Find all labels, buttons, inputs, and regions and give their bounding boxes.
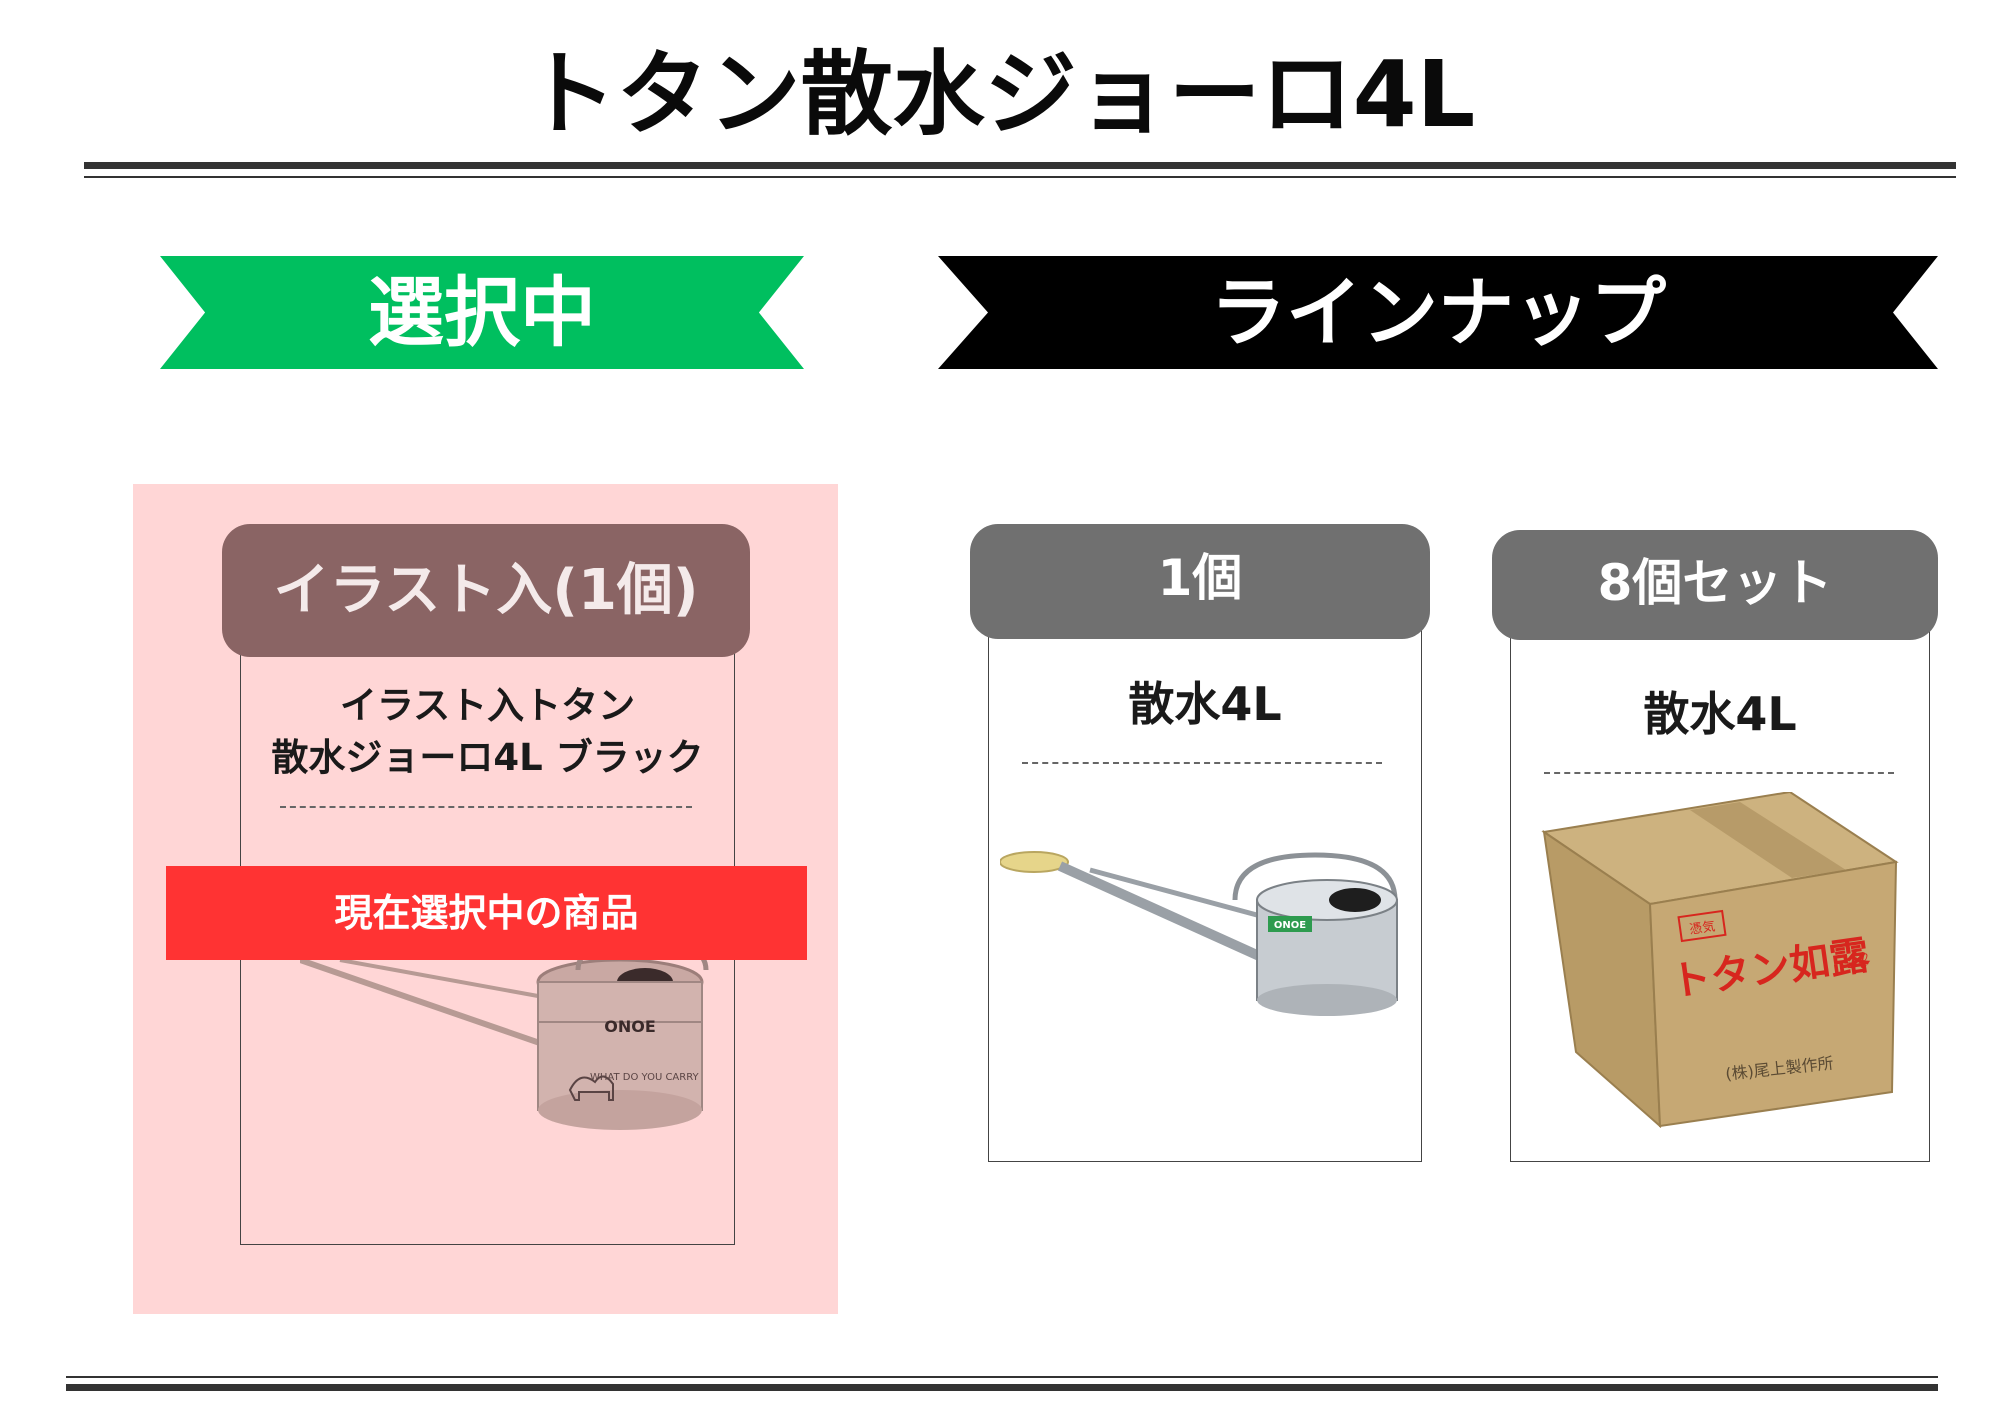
cardboard-box-icon[interactable]: トタン如露 4ℓ 憑気 (株)尾上製作所 xyxy=(1540,792,1900,1128)
tab-label: 1個 xyxy=(1157,549,1243,607)
can-brand-label: ONOE xyxy=(1274,920,1306,931)
selected-banner-label: 選択中 xyxy=(368,268,596,357)
tab-1pc[interactable]: 1個 xyxy=(970,524,1430,639)
lineup-banner: ラインナップ xyxy=(938,256,1938,369)
tab-label: イラスト入(1個) xyxy=(273,558,699,623)
product-name-line2: 散水ジョーロ4L ブラック xyxy=(271,736,704,779)
selected-product-name: イラスト入トタン 散水ジョーロ4L ブラック xyxy=(240,680,735,784)
lineup-8pc-name: 散水4L xyxy=(1643,687,1797,741)
title-divider-thin xyxy=(84,176,1956,178)
watering-can-icon[interactable]: ONOE xyxy=(1000,840,1410,1020)
tab-8pc-set[interactable]: 8個セット xyxy=(1492,530,1938,640)
card-divider xyxy=(280,806,692,808)
footer-divider-thin xyxy=(66,1376,1938,1378)
product-name-line1: イラスト入トタン xyxy=(339,684,636,727)
footer-divider-thick xyxy=(66,1384,1938,1391)
current-selection-label: 現在選択中の商品 xyxy=(166,866,807,960)
selected-banner: 選択中 xyxy=(160,256,804,369)
tab-illustrated-1pc[interactable]: イラスト入(1個) xyxy=(222,524,750,657)
tab-label: 8個セット xyxy=(1597,554,1833,612)
can-print-label: WHAT DO YOU CARRY xyxy=(590,1072,700,1083)
lineup-1pc-name: 散水4L xyxy=(1128,677,1282,731)
title-divider-thick xyxy=(84,162,1956,169)
lineup-banner-label: ラインナップ xyxy=(1210,268,1666,357)
card-divider xyxy=(1544,772,1894,774)
box-size-text: 4ℓ xyxy=(1843,949,1868,974)
watering-can-illustrated-icon[interactable]: ONOE WHAT DO YOU CARRY xyxy=(300,900,720,1140)
can-brand-label: ONOE xyxy=(604,1017,656,1036)
box-badge-text: 憑気 xyxy=(1688,918,1716,937)
card-divider xyxy=(1022,762,1382,764)
page-title: トタン散水ジョーロ4L xyxy=(524,41,1476,148)
